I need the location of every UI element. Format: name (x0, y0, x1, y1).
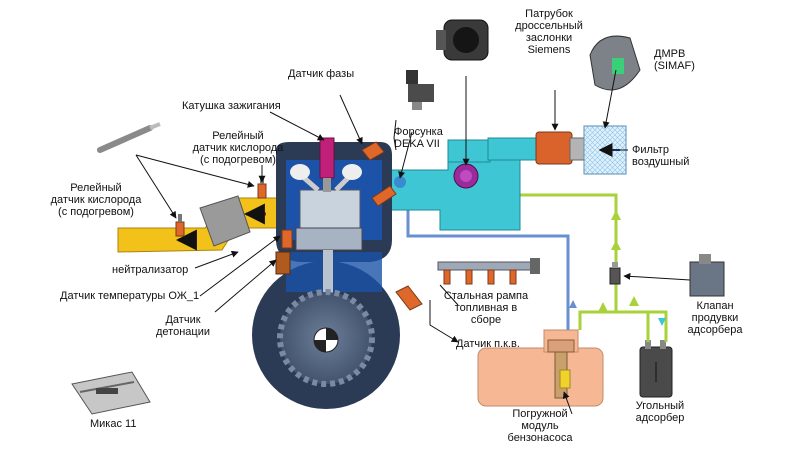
label-crank-sensor: Датчик п.к.в. (456, 338, 520, 350)
maf-image (589, 35, 641, 91)
engine-block (252, 142, 400, 409)
label-canister: Угольный адсорбер (635, 400, 685, 424)
vapor-flow-arrows (598, 210, 639, 312)
fuel-rail-image (437, 258, 540, 285)
vapor-line (513, 193, 668, 342)
exhaust-manifold (117, 195, 291, 253)
leader-lines (135, 69, 691, 415)
fuel-flow-arrow (569, 300, 577, 308)
fuel-pump-module (547, 339, 575, 399)
ignition-coil (319, 137, 335, 192)
purge-valve (609, 262, 621, 285)
label-o2-sensor-upper: Релейный датчик кислорода (с подогревом) (192, 130, 284, 166)
purge-valve-image (689, 254, 725, 297)
injector-on-engine (371, 176, 406, 207)
phase-sensor (361, 141, 385, 161)
knock-sensor-part (275, 251, 291, 275)
label-o2-sensor-lower: Релейный датчик кислорода (с подогревом) (50, 182, 142, 218)
coolant-temp-sensor-part (281, 229, 293, 249)
o2-sensor-lower (175, 214, 185, 237)
label-phase-sensor: Датчик фазы (288, 68, 355, 80)
label-air-filter: Фильтр воздушный (632, 144, 690, 168)
throttle-body-image (436, 19, 489, 61)
label-maf: ДМРВ (SIMAF) (654, 48, 695, 72)
injector-image (406, 70, 434, 110)
label-ecu: Микас 11 (90, 418, 137, 430)
o2-sensor-image (97, 122, 161, 153)
air-flow-arrow (658, 318, 666, 326)
label-ignition-coil: Катушка зажигания (182, 100, 281, 112)
label-throttle-body: Патрубок дроссельный заслонки Siemens (515, 8, 583, 56)
maf-connector (535, 131, 589, 165)
crank-sensor-part (395, 285, 423, 311)
intake-manifold (369, 137, 539, 231)
label-knock-sensor: Датчик детонации (156, 314, 210, 338)
fuel-tank (477, 347, 604, 407)
label-fuel-rail: Стальная рампа топливная в сборе (443, 290, 529, 326)
label-purge-valve: Клапан продувки адсорбера (687, 300, 743, 336)
ecu-image (71, 371, 151, 415)
label-fuel-pump-module: Погружной модуль бензонасоса (507, 408, 573, 444)
label-catalyst: нейтрализатор (112, 264, 189, 276)
label-injector: Форсунка DEKA VII (394, 126, 443, 150)
label-coolant-temp-sensor: Датчик температуры ОЖ_1 (60, 290, 200, 302)
